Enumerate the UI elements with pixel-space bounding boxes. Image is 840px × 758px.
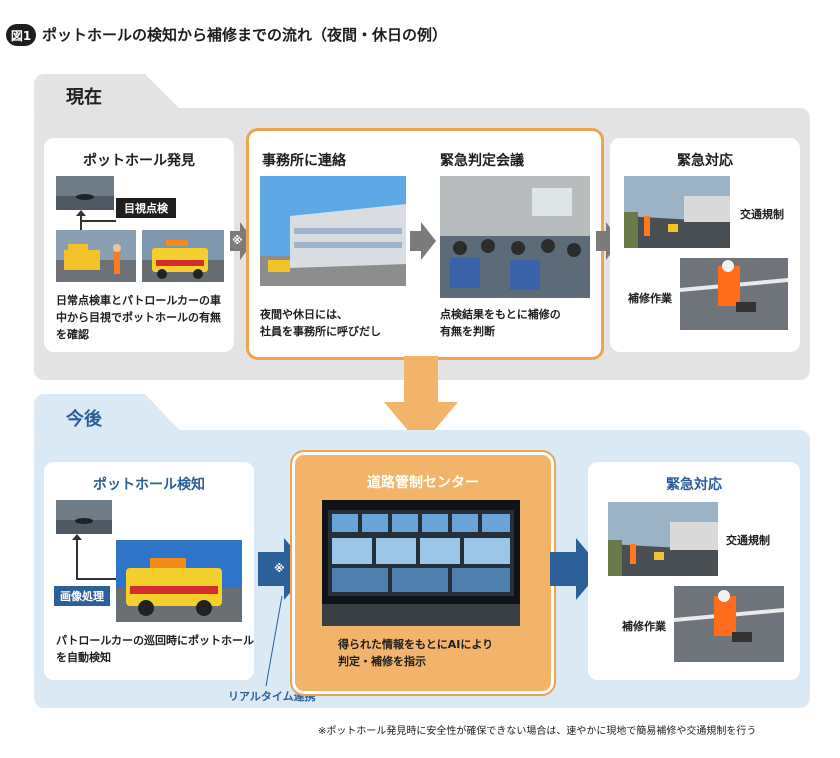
figure-title: ポットホールの検知から補修までの流れ（夜間・休日の例） bbox=[42, 26, 448, 44]
current-tab bbox=[34, 74, 146, 114]
current-tab-label: 現在 bbox=[66, 87, 102, 108]
detection-desc-2: を自動検知 bbox=[56, 651, 111, 664]
future-connector-line bbox=[76, 538, 78, 578]
office-building-photo bbox=[260, 176, 406, 286]
future-note-mark: ※ bbox=[274, 562, 285, 575]
future-patrol-car-photo bbox=[116, 540, 242, 622]
control-center-photo bbox=[322, 500, 520, 626]
control-center-desc-1: 得られた情報をもとにAIにより bbox=[338, 638, 494, 651]
future-connector-arrowhead bbox=[72, 534, 82, 540]
meeting-desc-1: 点検結果をもとに補修の bbox=[440, 308, 561, 321]
future-connector-horizontal bbox=[76, 578, 116, 580]
repair-work-photo bbox=[680, 258, 788, 330]
figure-badge: 図1 bbox=[6, 24, 36, 46]
office-desc-2: 社員を事務所に呼びだし bbox=[260, 325, 381, 338]
gray-arrow-2 bbox=[410, 222, 436, 260]
current-response-label-repair: 補修作業 bbox=[628, 292, 672, 305]
future-tab-label: 今後 bbox=[66, 409, 102, 430]
discovery-title: ポットホール発見 bbox=[83, 153, 195, 169]
realtime-link-label: リアルタイム連携 bbox=[228, 690, 316, 703]
meeting-title: 緊急判定会議 bbox=[440, 153, 524, 169]
visual-inspection-chip: 目視点検 bbox=[116, 198, 176, 218]
image-processing-chip: 画像処理 bbox=[54, 586, 110, 606]
footnote: ※ポットホール発見時に安全性が確保できない場合は、速やかに現地で簡易補修や交通規… bbox=[318, 726, 757, 737]
future-tab bbox=[34, 394, 146, 436]
orange-down-arrow bbox=[384, 356, 458, 446]
patrol-car-photo bbox=[142, 230, 224, 282]
pothole-photo bbox=[56, 176, 114, 210]
future-response-title: 緊急対応 bbox=[666, 477, 722, 493]
detection-desc-1: パトロールカーの巡回時にポットホール bbox=[56, 634, 254, 647]
discovery-desc-2: 中から目視でポットホールの有無 bbox=[56, 311, 221, 324]
connector-line bbox=[80, 212, 82, 238]
office-title: 事務所に連絡 bbox=[262, 153, 346, 169]
office-desc-1: 夜間や休日には、 bbox=[260, 308, 348, 321]
discovery-desc-1: 日常点検車とパトロールカーの車 bbox=[56, 294, 221, 307]
future-repair-work-photo bbox=[674, 586, 784, 662]
future-pothole-photo bbox=[56, 500, 112, 534]
inspection-vehicle-photo bbox=[56, 230, 136, 282]
meeting-room-photo bbox=[440, 176, 590, 298]
current-response-label-traffic: 交通規制 bbox=[740, 208, 784, 221]
current-note-mark: ※ bbox=[232, 234, 243, 247]
current-response-title: 緊急対応 bbox=[677, 153, 733, 169]
traffic-control-photo bbox=[624, 176, 730, 248]
future-traffic-control-photo bbox=[608, 502, 718, 576]
meeting-desc-2: 有無を判断 bbox=[440, 325, 495, 338]
connector-arrowhead bbox=[76, 210, 86, 216]
discovery-desc-3: を確認 bbox=[56, 328, 89, 341]
control-center-title: 道路管制センター bbox=[367, 475, 479, 491]
gray-arrow-1 bbox=[230, 222, 254, 260]
connector-horizontal bbox=[80, 220, 116, 222]
gray-arrow-3 bbox=[596, 222, 620, 260]
control-center-desc-2: 判定・補修を指示 bbox=[338, 655, 426, 668]
future-response-label-repair: 補修作業 bbox=[622, 620, 666, 633]
detection-title: ポットホール検知 bbox=[93, 477, 205, 493]
future-response-label-traffic: 交通規制 bbox=[726, 534, 770, 547]
